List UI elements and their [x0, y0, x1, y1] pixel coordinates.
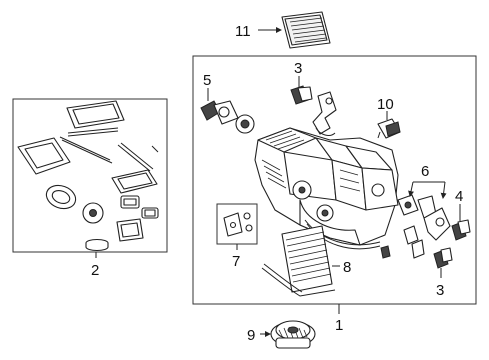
callout-3-bottom: 3	[436, 282, 444, 299]
callout-2: 2	[91, 262, 99, 279]
callout-7: 7	[232, 253, 240, 270]
blower-motor-part-9	[270, 320, 316, 349]
callout-5: 5	[203, 72, 211, 89]
actuator-part-3-top	[290, 85, 337, 136]
callout-3-top: 3	[294, 60, 302, 77]
callout-4: 4	[455, 188, 463, 205]
leader-6-right	[440, 181, 447, 199]
callout-10: 10	[377, 96, 394, 113]
callout-9: 9	[247, 327, 255, 344]
callout-6: 6	[421, 163, 429, 180]
callout-1: 1	[335, 317, 343, 334]
linkage-part-6	[397, 194, 451, 259]
callout-11: 11	[235, 23, 251, 40]
cabin-filter-part	[281, 11, 331, 49]
callout-8: 8	[343, 259, 351, 276]
actuator-part-4	[451, 219, 471, 241]
actuator-part-5	[200, 100, 255, 134]
heater-core-part-8	[261, 225, 336, 297]
seal-kit-box	[12, 98, 168, 253]
leader-6-left	[408, 181, 414, 197]
blower-resistor-part-10	[377, 118, 401, 139]
seal-kit-parts	[17, 100, 159, 252]
hvac-housing-part-1	[254, 127, 399, 250]
actuator-part-3-bottom	[380, 245, 453, 269]
bracket-part-7	[223, 212, 253, 237]
main-assembly-box	[192, 55, 477, 305]
